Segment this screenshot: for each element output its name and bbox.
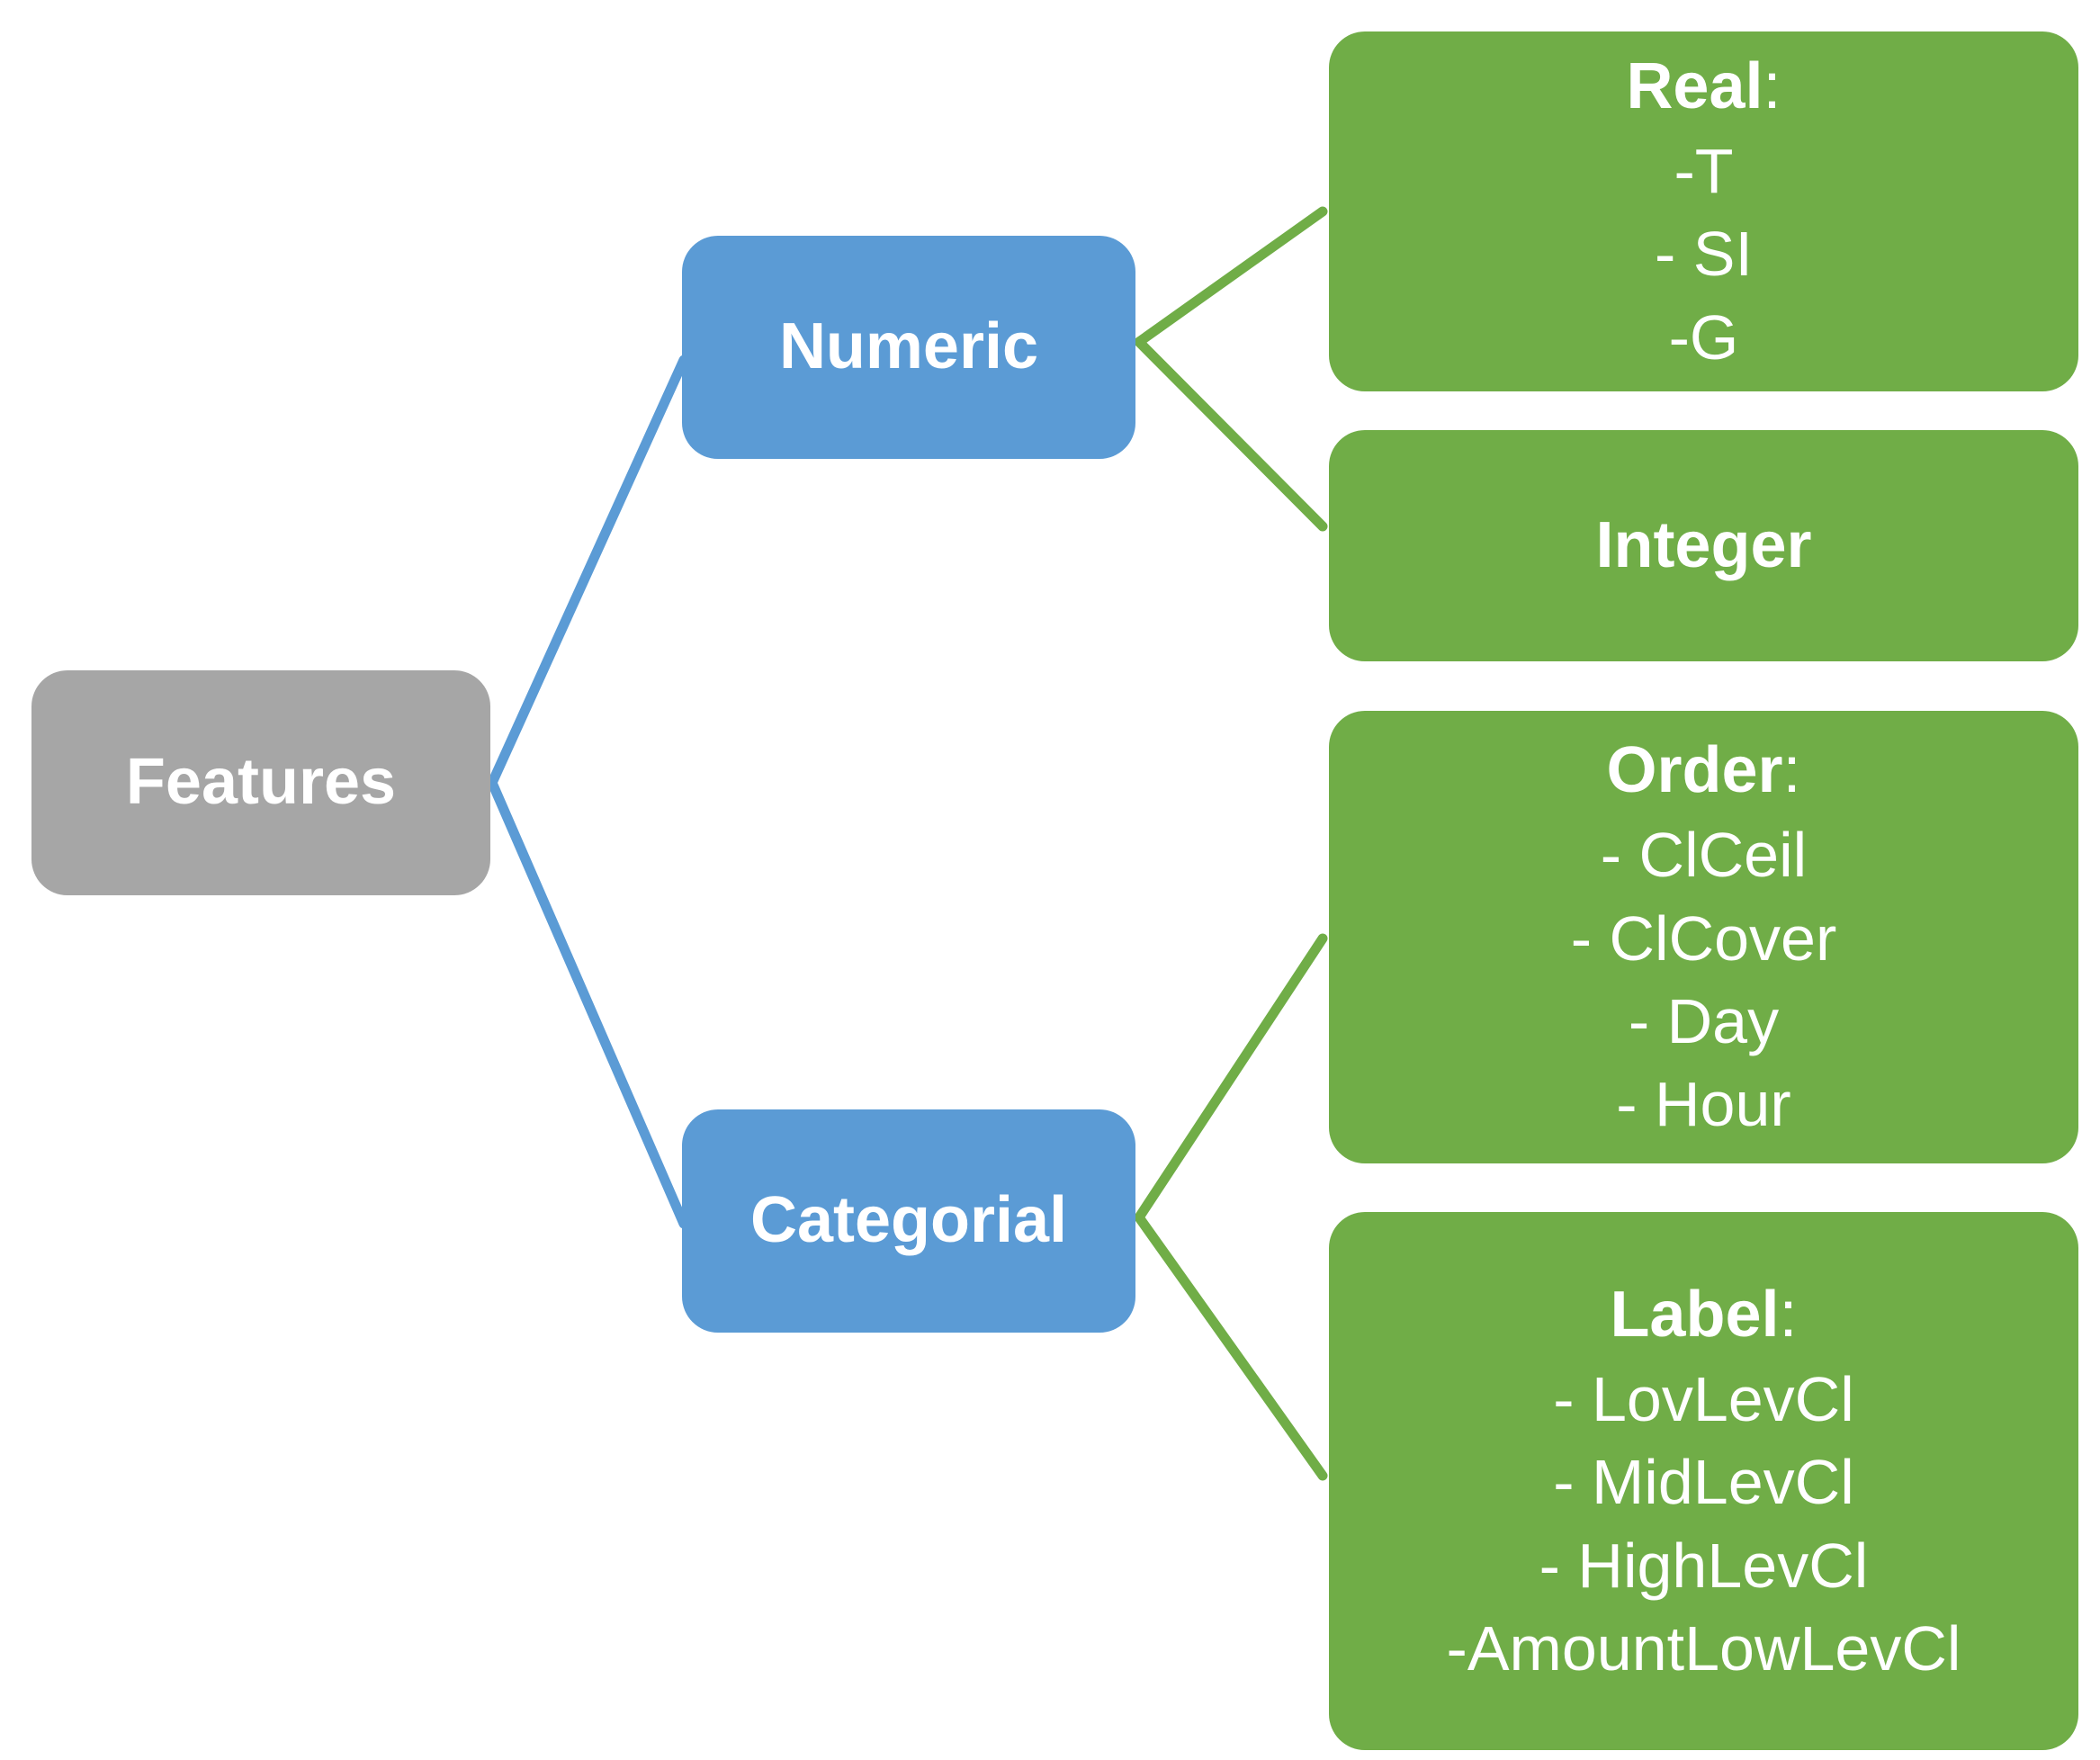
- connector-features-categorial: [487, 777, 689, 1229]
- node-integer: Integer: [1329, 430, 2078, 661]
- node-label: Label: - LovLevCl - MidLevCl - HighLevCl…: [1329, 1212, 2078, 1750]
- node-real-title: Real:: [1626, 49, 1781, 122]
- node-features: Features: [31, 670, 490, 895]
- node-label-item: - HighLevCl: [1539, 1530, 1869, 1601]
- node-real: Real: -T - SI -G: [1329, 31, 2078, 391]
- connector-numeric-real: [1134, 206, 1328, 347]
- node-features-label: Features: [125, 746, 397, 819]
- node-categorial-label: Categorial: [749, 1184, 1068, 1257]
- node-order-title: Order:: [1606, 734, 1801, 807]
- node-integer-title: Integer: [1595, 508, 1812, 581]
- node-label-title-suffix: :: [1779, 1278, 1798, 1351]
- node-real-title-suffix: :: [1763, 49, 1781, 122]
- node-label-item: - MidLevCl: [1553, 1447, 1854, 1518]
- node-order: Order: - ClCeil - ClCover - Day - Hour: [1329, 711, 2078, 1163]
- node-real-item: -G: [1668, 301, 1739, 373]
- node-order-item: - ClCeil: [1600, 820, 1808, 891]
- node-order-item: - Day: [1628, 986, 1780, 1057]
- node-order-item: - Hour: [1616, 1069, 1791, 1140]
- node-real-item: - SI: [1655, 219, 1753, 290]
- connector-features-numeric: [487, 355, 689, 788]
- node-label-title: Label:: [1610, 1278, 1798, 1351]
- node-label-item: - LovLevCl: [1553, 1363, 1854, 1434]
- node-categorial: Categorial: [682, 1109, 1135, 1333]
- node-real-item: -T: [1674, 135, 1734, 206]
- node-numeric-label: Numeric: [778, 310, 1039, 383]
- connector-numeric-integer: [1134, 337, 1328, 532]
- node-order-item: - ClCover: [1570, 902, 1837, 974]
- connector-categorial-order: [1134, 933, 1328, 1223]
- node-order-title-suffix: :: [1782, 734, 1801, 807]
- node-label-item: -AmountLowLevCl: [1446, 1612, 1961, 1684]
- node-numeric: Numeric: [682, 236, 1135, 459]
- connector-categorial-label: [1134, 1212, 1328, 1481]
